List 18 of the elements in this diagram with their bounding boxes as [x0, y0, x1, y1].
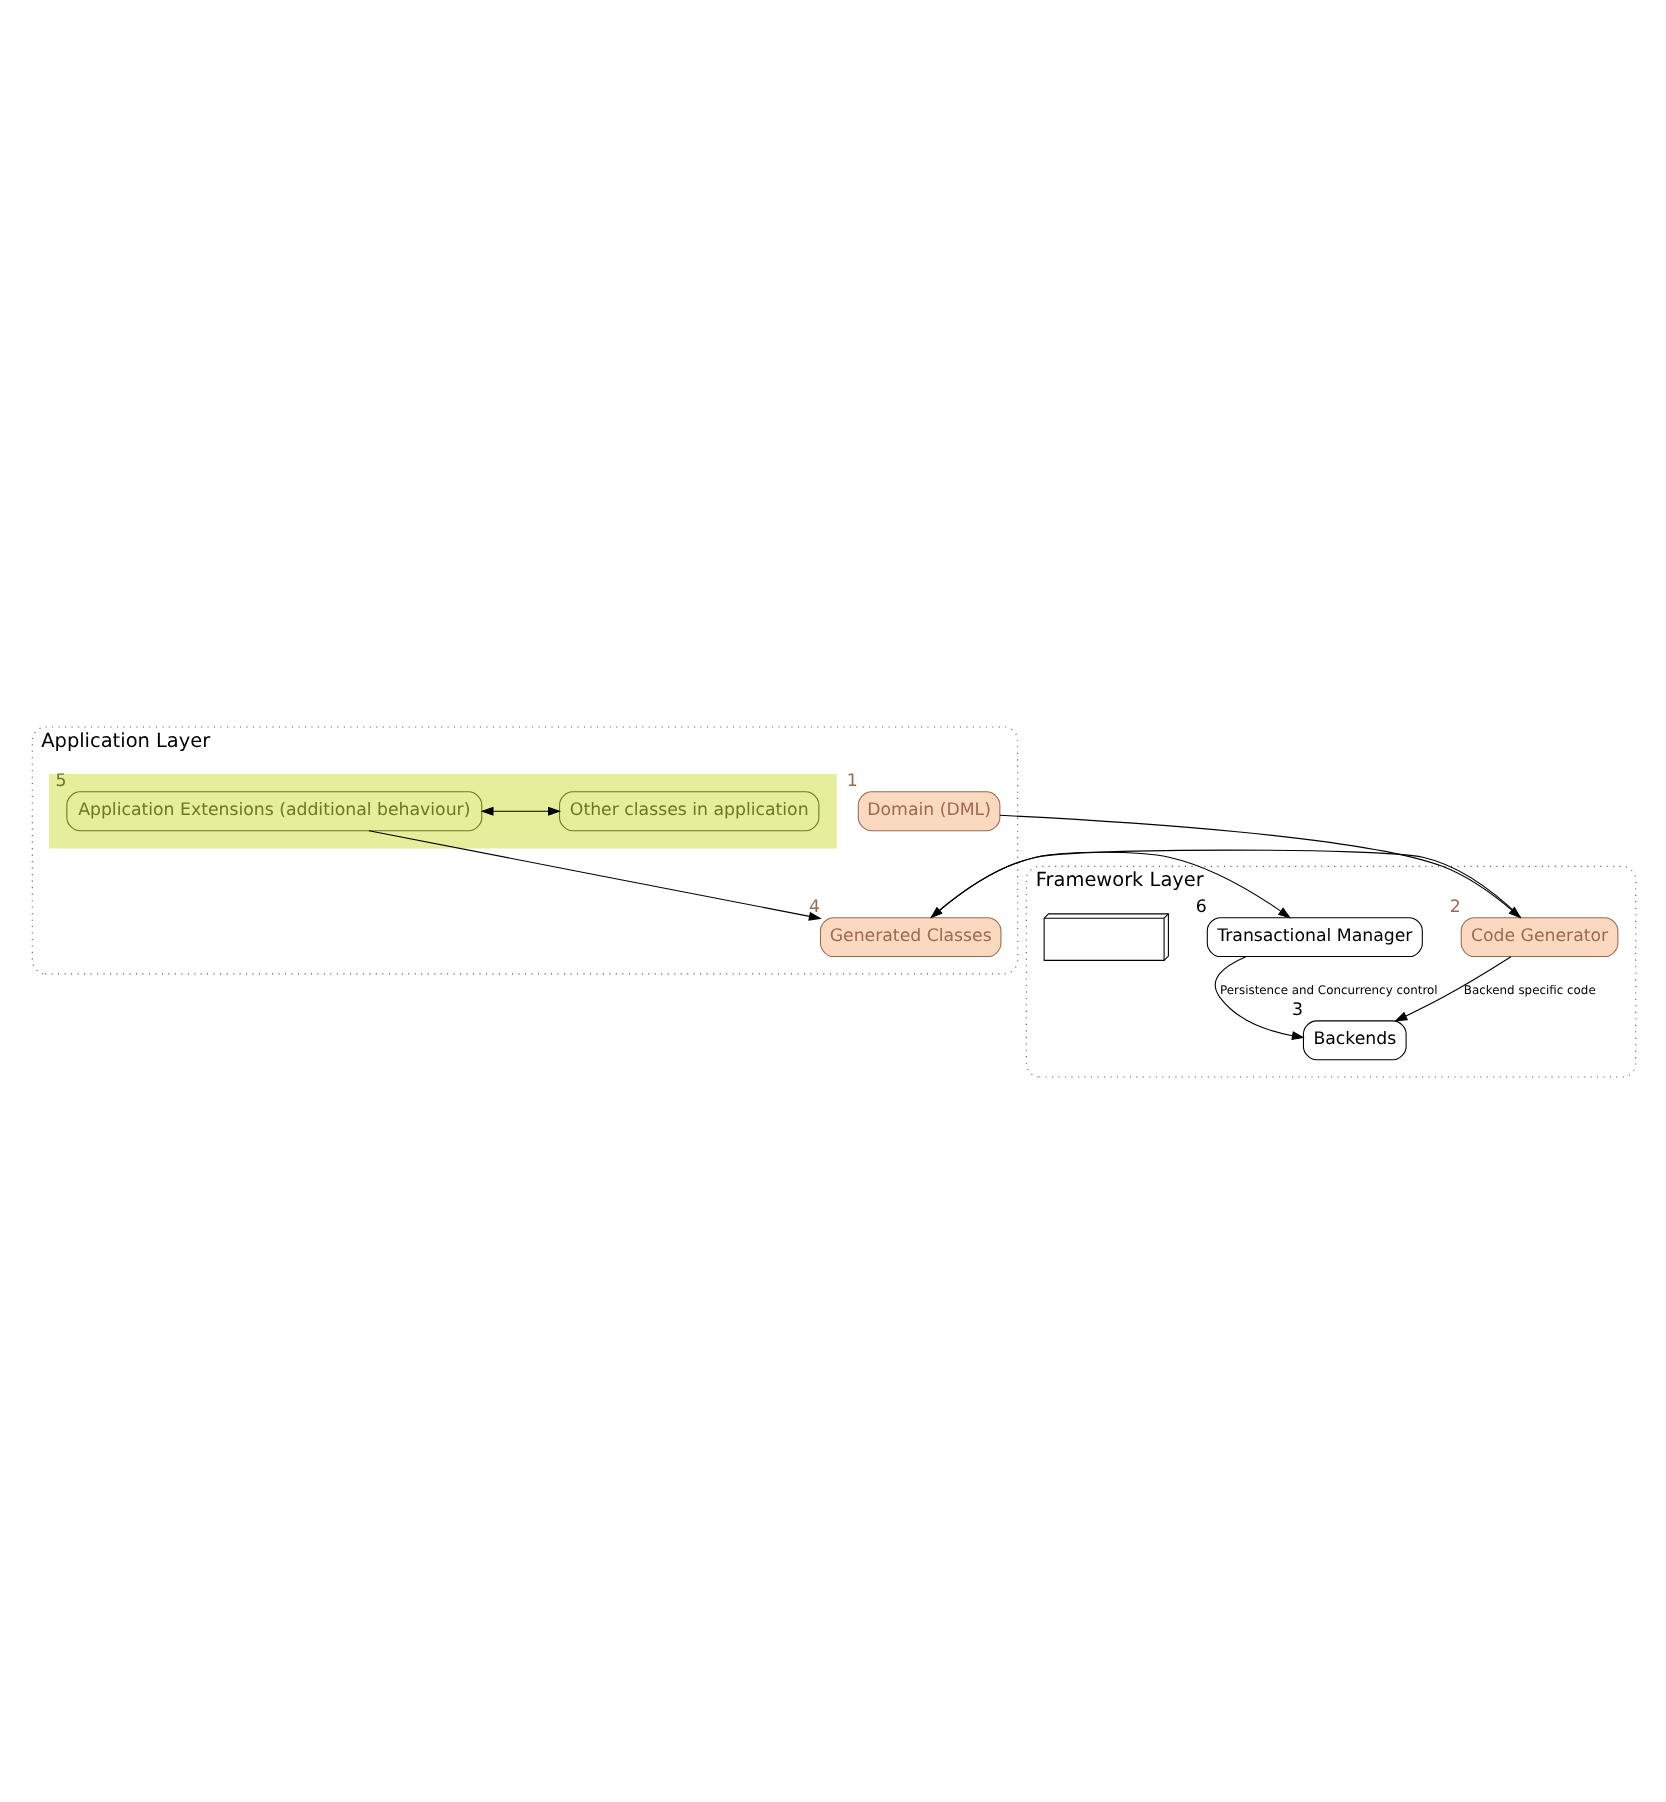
arrow: [1393, 955, 1511, 1021]
arrow: [479, 805, 561, 815]
arrow: [1213, 955, 1304, 1040]
node-label: 4: [808, 897, 820, 918]
node-box: Other classes in application: [558, 790, 819, 831]
arrow: [929, 850, 1291, 918]
cluster: [48, 772, 836, 848]
node-label: 1: [845, 771, 857, 792]
node-box: Code Generator: [1459, 916, 1618, 957]
node-label: 2: [1448, 897, 1460, 918]
node-box: Generated Classes: [818, 916, 1001, 957]
node-box: Domain (DML): [856, 790, 1000, 831]
node-box: Transactional Manager: [1205, 916, 1422, 957]
node-box: Backends: [1301, 1019, 1406, 1060]
node-label: 6: [1194, 897, 1206, 918]
node-box: Application Extensions (additional behaviour): [65, 790, 482, 831]
node-label: 5: [54, 771, 66, 792]
node-label: 3: [1291, 1000, 1303, 1021]
